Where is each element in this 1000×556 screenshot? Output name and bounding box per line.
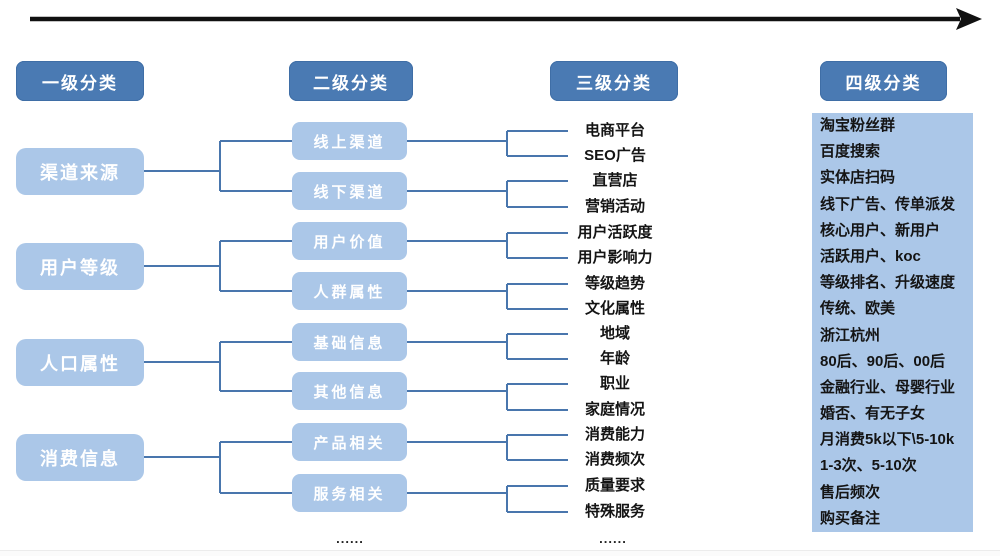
level1-node-channel-source: 渠道来源 xyxy=(16,148,144,195)
level3-item: 文化属性 xyxy=(584,300,645,317)
ellipsis-level2: ...... xyxy=(336,531,364,546)
level3-item: 特殊服务 xyxy=(584,503,645,520)
column-header-level1: 一级分类 xyxy=(16,61,144,101)
level3-item: 消费能力 xyxy=(584,426,645,443)
level3-item: 家庭情况 xyxy=(584,401,645,418)
column-header-level2: 二级分类 xyxy=(289,61,413,101)
level3-item: 用户影响力 xyxy=(577,249,653,266)
level4-item: 金融行业、母婴行业 xyxy=(820,378,956,396)
level1-node-consumption-info: 消费信息 xyxy=(16,434,144,481)
level4-item: 1-3次、5-10次 xyxy=(820,457,917,475)
level4-list-box: 淘宝粉丝群 百度搜索 实体店扫码 线下广告、传单派发 核心用户、新用户 活跃用户… xyxy=(812,113,973,532)
level2-node-user-value: 用户价值 xyxy=(292,222,407,260)
level3-item: 直营店 xyxy=(592,172,638,189)
level2-node-basic-info: 基础信息 xyxy=(292,323,407,361)
level3-item: 营销活动 xyxy=(584,198,645,215)
level2-node-other-info: 其他信息 xyxy=(292,372,407,410)
level4-item: 80后、90后、00后 xyxy=(820,352,946,370)
level1-node-user-grade: 用户等级 xyxy=(16,243,144,290)
level3-item: 质量要求 xyxy=(584,477,645,494)
level3-item: 等级趋势 xyxy=(584,275,645,292)
level4-item: 线下广告、传单派发 xyxy=(820,195,956,213)
level4-item: 淘宝粉丝群 xyxy=(820,117,896,134)
level4-item: 百度搜索 xyxy=(820,143,881,161)
level3-item: 电商平台 xyxy=(584,122,645,139)
level3-item: 职业 xyxy=(599,375,630,392)
level2-node-online-channel: 线上渠道 xyxy=(292,122,407,160)
column-header-level3: 三级分类 xyxy=(550,61,678,101)
level3-item: SEO广告 xyxy=(584,147,646,164)
level4-item: 购买备注 xyxy=(820,509,881,527)
level4-item: 浙江杭州 xyxy=(820,326,881,344)
level4-item: 核心用户、新用户 xyxy=(820,221,941,239)
level3-item: 用户活跃度 xyxy=(577,224,653,241)
slide-edge xyxy=(0,550,1000,556)
level4-item: 等级排名、升级速度 xyxy=(820,274,956,292)
level3-item: 消费频次 xyxy=(584,451,645,468)
level4-item: 售后频次 xyxy=(820,483,881,501)
level2-node-crowd-attribute: 人群属性 xyxy=(292,272,407,310)
level3-item: 年龄 xyxy=(599,350,630,367)
ellipsis-level3: ...... xyxy=(599,531,627,546)
level4-item: 婚否、有无子女 xyxy=(820,405,926,423)
level1-node-demographics: 人口属性 xyxy=(16,339,144,386)
column-header-level4: 四级分类 xyxy=(820,61,947,101)
level4-item: 实体店扫码 xyxy=(820,169,896,187)
level2-node-offline-channel: 线下渠道 xyxy=(292,172,407,210)
timeline-arrow xyxy=(30,8,982,30)
level2-node-product-related: 产品相关 xyxy=(292,423,407,461)
level2-node-service-related: 服务相关 xyxy=(292,474,407,512)
level3-item: 地域 xyxy=(599,325,630,342)
level4-item: 传统、欧美 xyxy=(820,300,896,318)
level4-item: 月消费5k以下\5-10k xyxy=(820,431,955,449)
level4-item: 活跃用户、koc xyxy=(820,247,921,265)
